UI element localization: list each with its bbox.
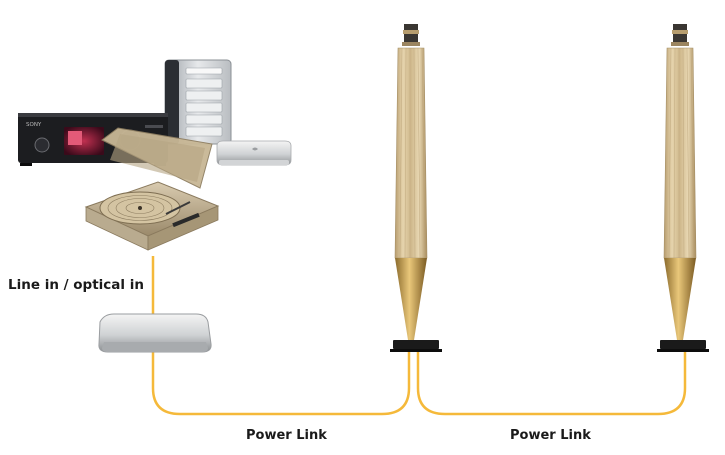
power-link-label-2: Power Link (510, 428, 591, 443)
power-link-label-1: Power Link (246, 428, 327, 443)
turntable-icon (84, 127, 220, 251)
power-link-cable-2 (416, 352, 687, 416)
mini-computer-icon (216, 140, 292, 166)
power-link-cable-1 (151, 352, 411, 416)
line-in-label: Line in / optical in (8, 277, 144, 293)
nas-drive-icon (164, 59, 232, 145)
cables (151, 256, 687, 416)
floor-speaker-icon (657, 24, 709, 352)
hub-box-icon (98, 313, 212, 353)
receiver-brand-logo: SONY (26, 122, 42, 128)
floor-speaker-icon (390, 24, 442, 352)
